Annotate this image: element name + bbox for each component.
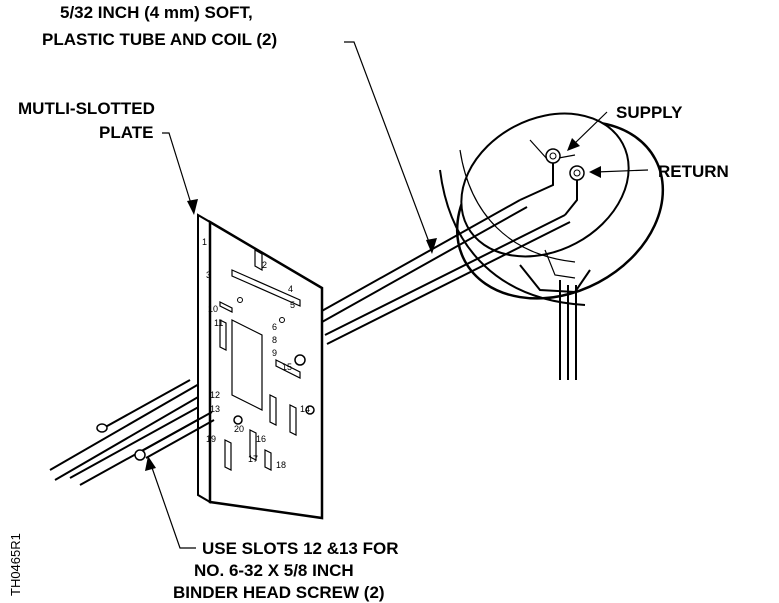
slots-label-line1: USE SLOTS 12 &13 FOR [202,539,399,558]
plate-side [197,213,211,504]
slot-number: 19 [206,434,216,444]
supply-port [545,148,561,164]
slot-number: 8 [272,335,277,345]
plate-label-line2: PLATE [99,123,153,142]
junction-box [439,112,665,380]
slot-number: 9 [272,348,277,358]
return-port [569,165,585,181]
slot-number: 14 [300,404,310,414]
slot-number: 10 [208,304,218,314]
slot-number: 20 [234,424,244,434]
slots-label-line2: NO. 6-32 X 5/8 INCH [194,561,354,580]
supply-label: SUPPLY [616,103,683,122]
slot-number: 16 [256,434,266,444]
slot-number: 6 [272,322,277,332]
slot-number: 17 [248,454,258,464]
slot-number: 1 [202,237,207,247]
slot-number: 5 [290,300,295,310]
plate-label-line1: MUTLI-SLOTTED [18,99,155,118]
slot-number: 13 [210,404,220,414]
plate-face [208,219,324,520]
slot-long-top [231,269,301,307]
tube-label-line1: 5/32 INCH (4 mm) SOFT, [60,3,253,22]
slot-number: 12 [210,390,220,400]
slots-label-line3: BINDER HEAD SCREW (2) [173,583,385,602]
leader-lines [145,41,649,549]
slot-number: 2 [262,260,267,270]
slot-window [231,319,263,411]
slot-number: 3 [206,270,211,280]
binder-screws [134,411,215,461]
tube-label-line2: PLASTIC TUBE AND COIL (2) [42,30,277,49]
drawing-code: TH0465R1 [8,533,23,596]
return-label: RETURN [658,162,729,181]
slot-number: 15 [282,362,292,372]
slot-number: 11 [214,318,223,328]
multi-slotted-plate: 1 2 3 4 5 6 8 9 10 11 12 13 14 15 16 17 … [197,213,324,520]
slot-number: 4 [288,284,293,294]
slot-number: 18 [276,460,286,470]
